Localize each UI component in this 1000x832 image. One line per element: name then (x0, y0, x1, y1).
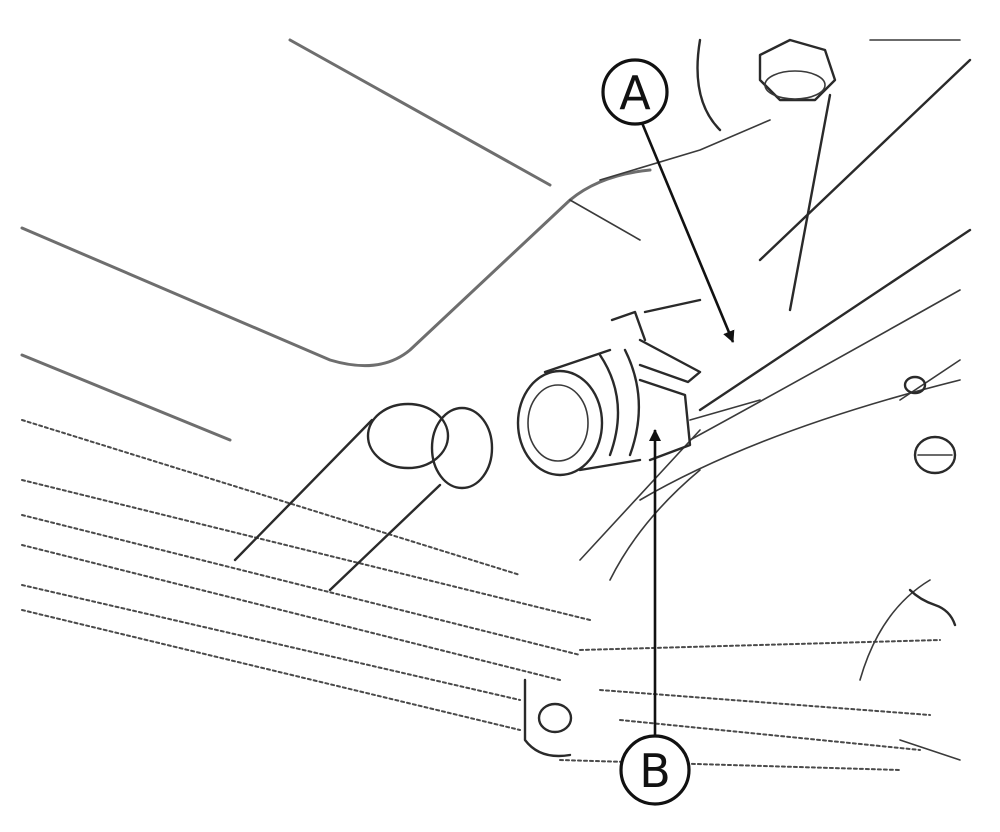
hose-fitting (516, 348, 642, 477)
callout-b: B (619, 429, 691, 806)
top-bolt (758, 38, 837, 102)
callout-b-label: B (639, 744, 671, 798)
cover-plate (20, 38, 771, 442)
frame-rails (21, 419, 941, 771)
callout-a-label: A (619, 66, 651, 120)
right-structure (579, 38, 972, 761)
hose-clamp (610, 298, 761, 462)
stand-lever (233, 402, 494, 592)
side-bolts (523, 375, 957, 758)
callout-a: A (601, 58, 735, 343)
